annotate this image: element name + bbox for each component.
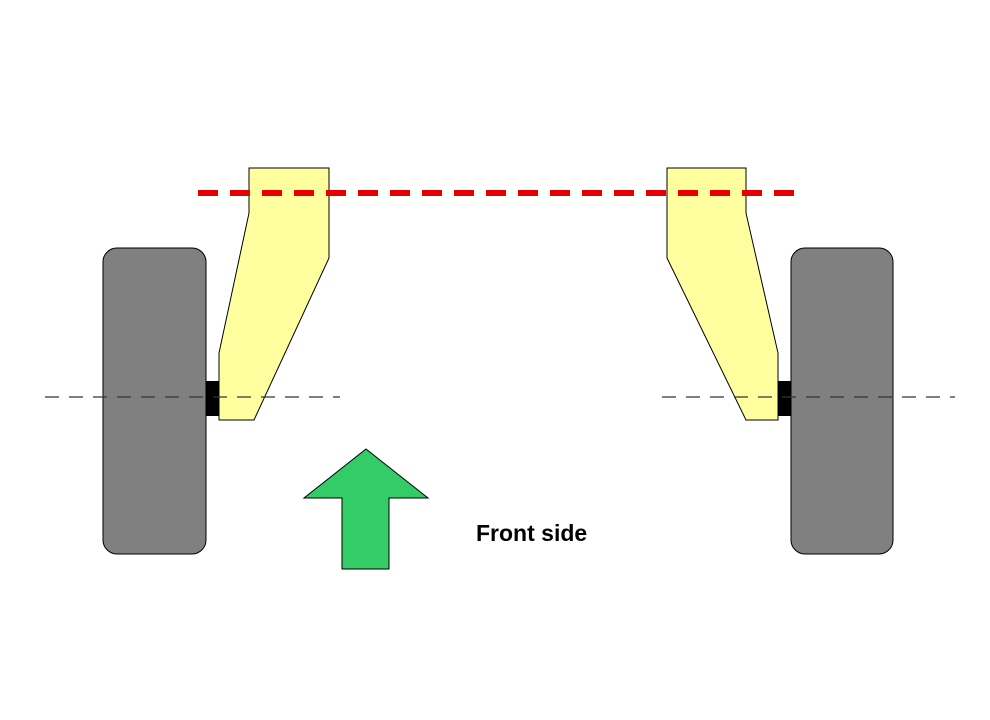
left-tire xyxy=(102,247,207,555)
front-side-label: Front side xyxy=(476,520,588,546)
left-wheel-assembly xyxy=(102,167,330,555)
right-suspension-arm xyxy=(666,167,779,421)
right-hub xyxy=(778,381,791,416)
right-tire xyxy=(790,247,894,555)
left-hub xyxy=(206,381,219,416)
up-arrow-icon xyxy=(302,448,430,570)
left-suspension-arm xyxy=(218,167,330,421)
right-wheel-assembly xyxy=(666,167,894,555)
